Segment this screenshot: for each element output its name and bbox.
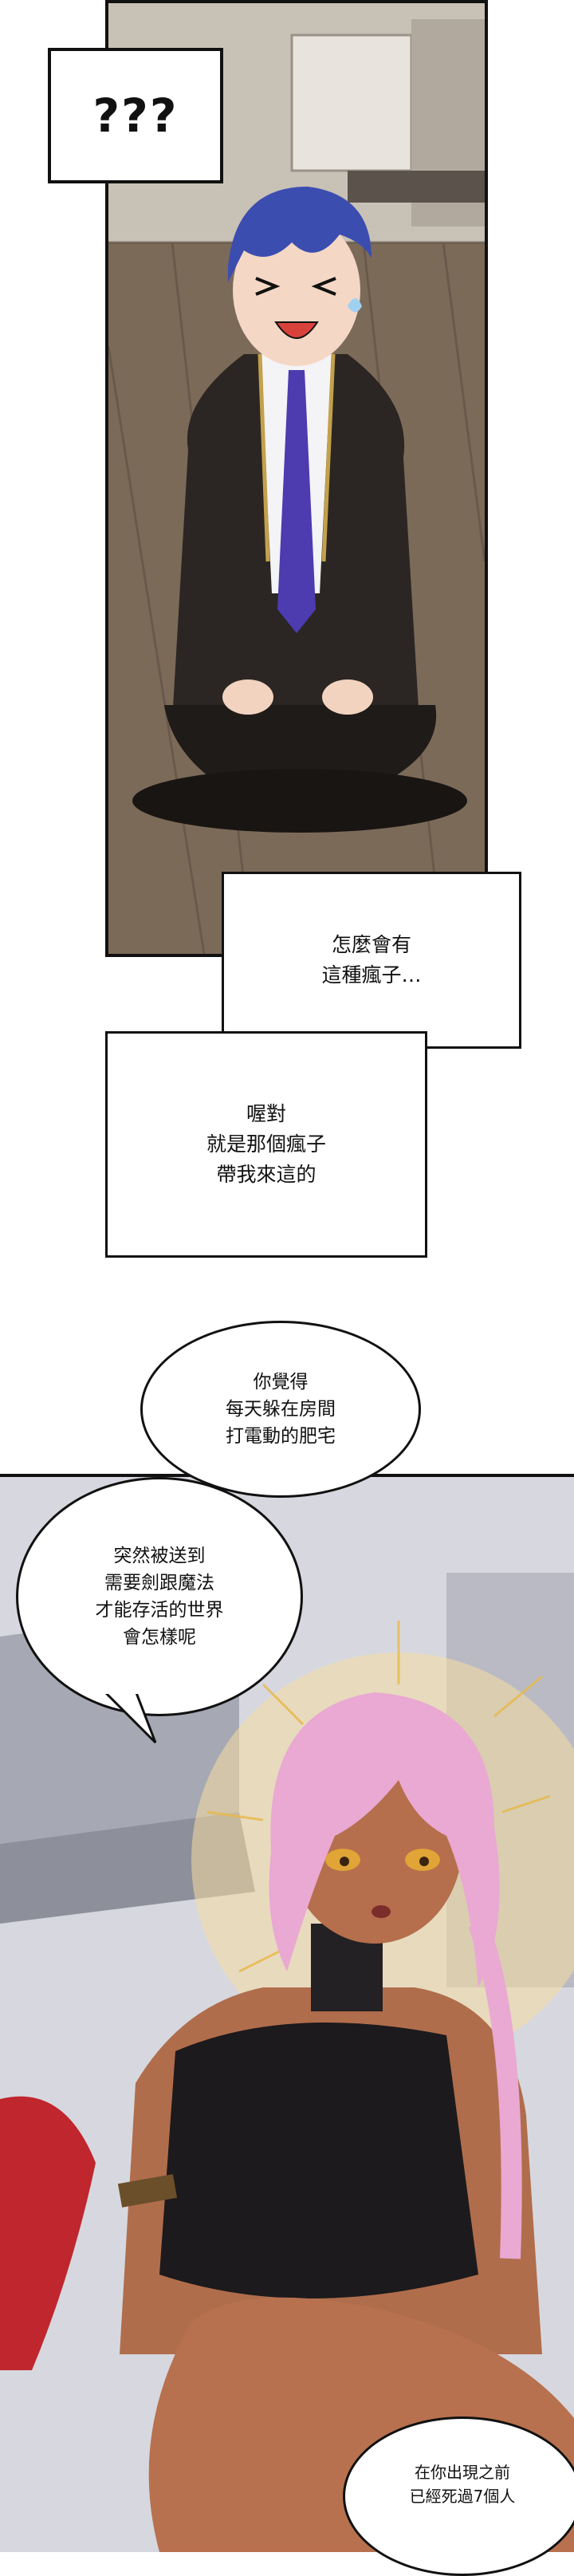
bubble-2-line-2: 需要劍跟魔法 [104,1573,214,1593]
speech-bubble-1: 你覺得 每天躲在房間 打電動的肥宅 [140,1321,421,1498]
bubble-2-line-4: 會怎樣呢 [123,1627,196,1648]
bubble-1-line-3: 打電動的肥宅 [226,1426,336,1447]
narration-2-line-1: 喔對 [246,1102,286,1125]
narration-1-line-1: 怎麼會有 [331,933,411,956]
caption-text: ??? [92,89,179,143]
bubble-2-line-1: 突然被送到 [113,1546,206,1566]
narration-2-line-2: 就是那個瘋子 [206,1132,326,1156]
speech-bubble-2: 突然被送到 需要劍跟魔法 才能存活的世界 會怎樣呢 [16,1477,303,1716]
bubble-3-line-2: 已經死過7個人 [409,2487,516,2506]
speech-bubble-2-tail [101,1691,157,1744]
bubble-2-line-3: 才能存活的世界 [95,1600,224,1621]
narration-box-1: 怎麼會有 這種瘋子… [222,872,521,1049]
narration-1-line-2: 這種瘋子… [321,963,422,987]
caption-question-marks: ??? [48,48,223,183]
bubble-1-line-2: 每天躲在房間 [226,1399,336,1420]
speech-bubble-3: 在你出現之前 已經死過7個人 [343,2416,574,2576]
panel-woman-art [0,1477,574,2552]
bubble-1-line-1: 你覺得 [253,1372,309,1392]
bubble-3-line-1: 在你出現之前 [415,2463,510,2482]
panel-woman: mic [0,1474,574,2552]
narration-2-line-3: 帶我來這的 [216,1163,316,1186]
narration-box-2: 喔對 就是那個瘋子 帶我來這的 [105,1031,427,1258]
